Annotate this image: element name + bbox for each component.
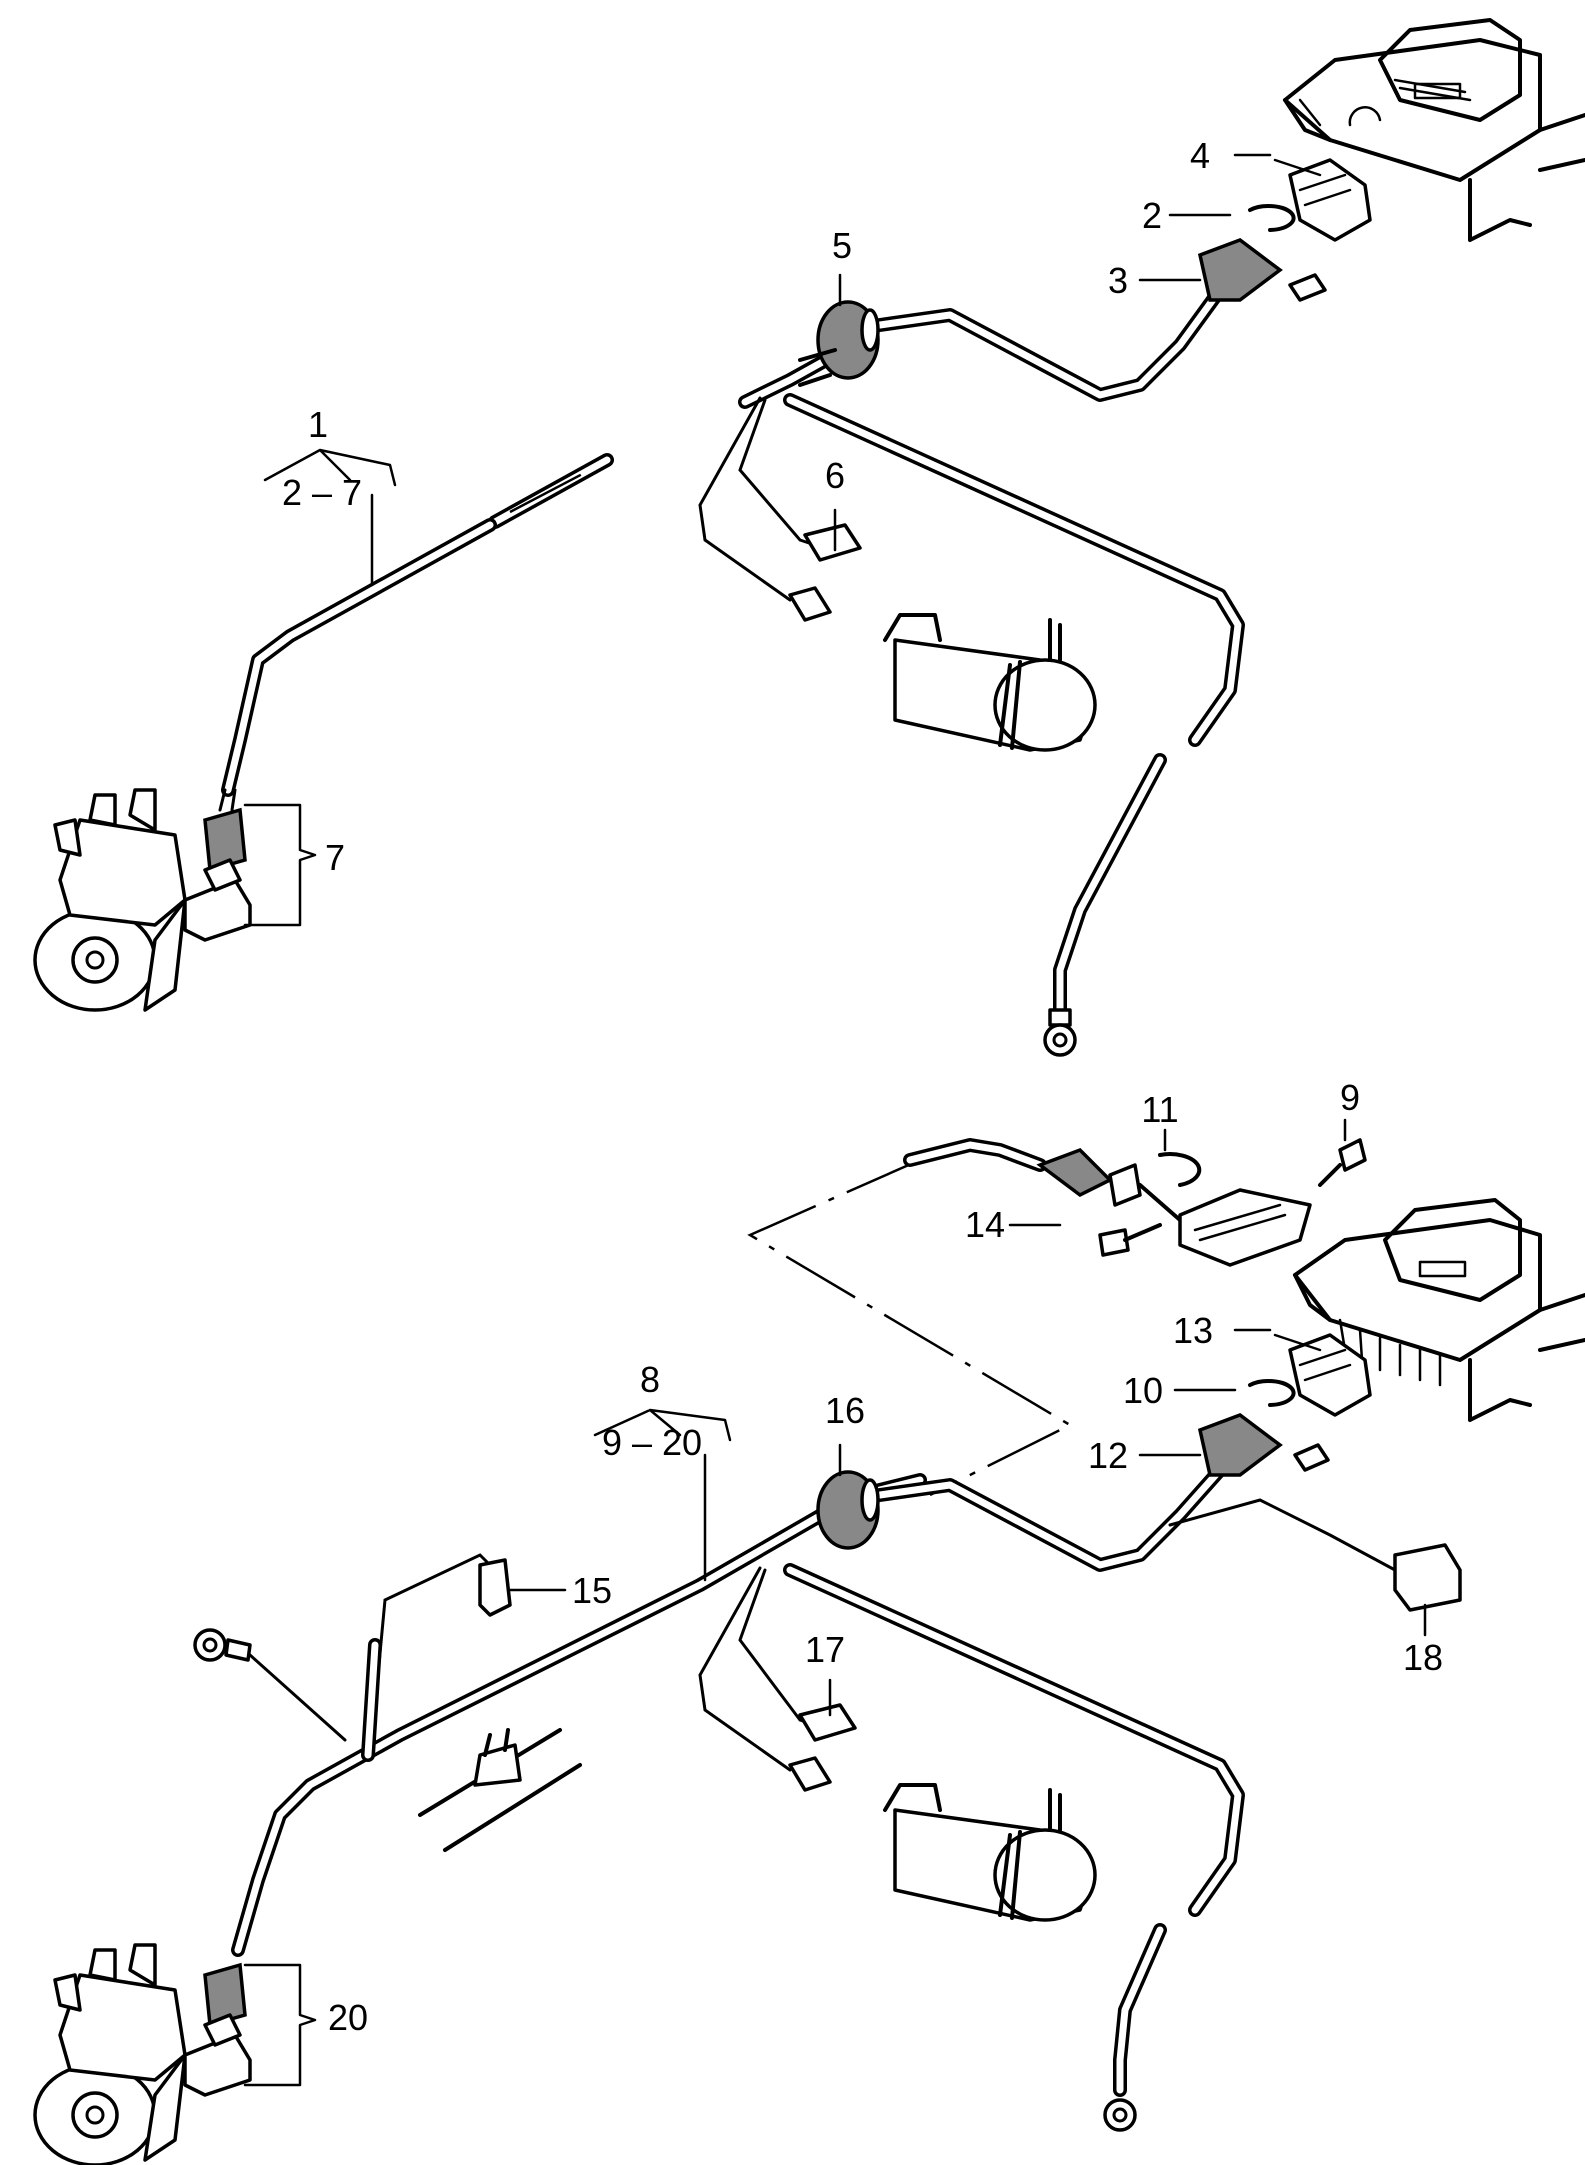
callout-1: 1 <box>308 404 328 445</box>
callout-18: 18 <box>1403 1637 1443 1678</box>
callout-2: 2 <box>1142 195 1162 236</box>
callout-14: 14 <box>965 1204 1005 1245</box>
callout-11: 11 <box>1141 1089 1178 1130</box>
callout-4: 4 <box>1190 135 1210 176</box>
ignition-coil-top <box>883 613 1097 752</box>
callout-17: 17 <box>805 1629 845 1670</box>
callout-15: 15 <box>572 1570 612 1611</box>
callout-6: 6 <box>825 455 845 496</box>
callout-8: 8 <box>640 1359 660 1400</box>
harness-assembly-8 <box>33 1118 1585 2165</box>
callout-8-range: 9 – 20 <box>602 1422 702 1463</box>
callout-labels: 1 2 – 7 2 3 4 5 6 7 8 9 – 20 9 10 11 12 … <box>282 135 1443 2038</box>
distributor-bottom <box>33 1943 187 2165</box>
callout-9: 9 <box>1340 1077 1360 1118</box>
callout-3: 3 <box>1108 260 1128 301</box>
control-unit-bottom <box>1293 1198 1585 1422</box>
control-unit-top <box>1283 18 1585 242</box>
callout-12: 12 <box>1088 1435 1128 1476</box>
callout-1-range: 2 – 7 <box>282 472 362 513</box>
callout-5: 5 <box>832 225 852 266</box>
callout-10: 10 <box>1123 1370 1163 1411</box>
callout-16: 16 <box>825 1390 865 1431</box>
callout-7: 7 <box>325 837 345 878</box>
distributor-top <box>33 788 187 1012</box>
callout-13: 13 <box>1173 1310 1213 1351</box>
ignition-coil-bottom <box>883 1783 1097 1922</box>
harness-assembly-1 <box>33 18 1585 1057</box>
callout-20: 20 <box>328 1997 368 2038</box>
